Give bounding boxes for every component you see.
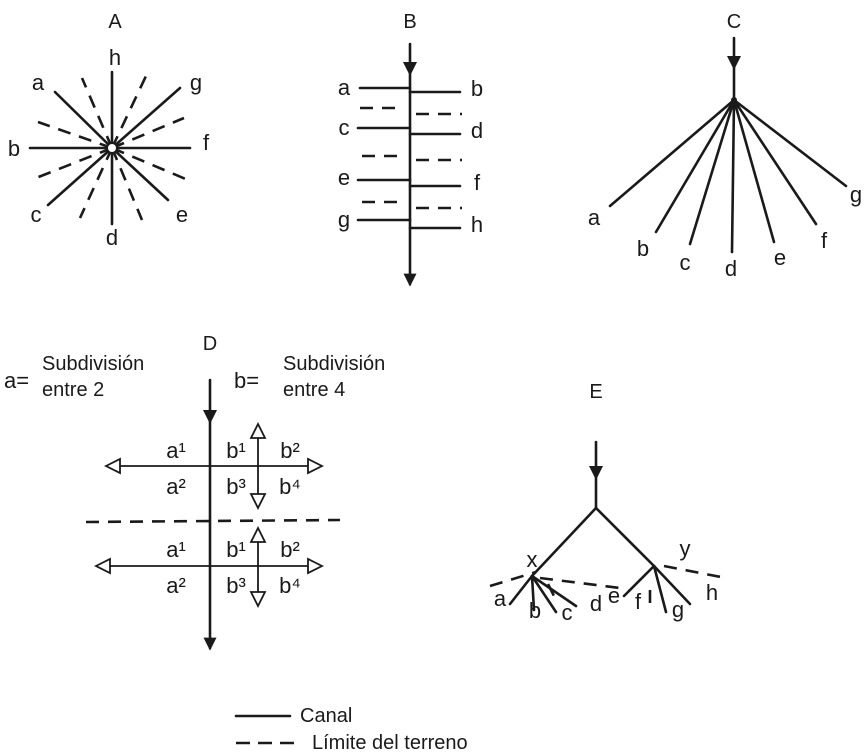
panel-d-boundary bbox=[85, 518, 341, 524]
panel-d-cell-a2-top: a² bbox=[166, 474, 186, 499]
panel-e-label-e: e bbox=[608, 583, 620, 608]
panel-d-b-text-1: Subdivisión bbox=[283, 353, 385, 375]
panel-d-cell-a1-top: a¹ bbox=[166, 438, 186, 463]
panel-c-canals bbox=[608, 98, 848, 254]
panel-d: D a= Subdivisión entre 2 b= Subdivisión … bbox=[4, 333, 385, 651]
panel-d-b-prefix: b= bbox=[234, 368, 259, 393]
panel-a-boundaries bbox=[35, 75, 189, 221]
panel-c-label-g: g bbox=[850, 182, 862, 207]
panel-d-cell-b1-top: b¹ bbox=[226, 438, 246, 463]
panel-d-cell-b4-top: b⁴ bbox=[279, 474, 301, 499]
panel-c-label-d: d bbox=[725, 256, 737, 281]
panel-c-title: C bbox=[727, 11, 741, 33]
panel-e-boundaries bbox=[489, 564, 727, 612]
panel-d-title: D bbox=[203, 333, 217, 355]
panel-e-label-y: y bbox=[680, 536, 691, 561]
panel-a-label-g: g bbox=[190, 70, 202, 95]
panel-d-cell-a2-bottom: a² bbox=[166, 573, 186, 598]
panel-a-label-d: d bbox=[106, 225, 118, 250]
panel-b-title: B bbox=[403, 11, 416, 33]
panel-a-label-b: b bbox=[8, 136, 20, 161]
panel-d-a-text-2: entre 2 bbox=[42, 379, 104, 401]
panel-a-center bbox=[106, 142, 118, 154]
panel-d-cell-b3-top: b³ bbox=[226, 474, 246, 499]
panel-e-label-d: d bbox=[590, 591, 602, 616]
panel-d-cell-b3-bottom: b³ bbox=[226, 573, 246, 598]
panel-e-canals bbox=[508, 506, 692, 614]
panel-a-label-a: a bbox=[32, 70, 45, 95]
panel-d-cell-b1-bottom: b¹ bbox=[226, 537, 246, 562]
panel-b-label-g: g bbox=[338, 207, 350, 232]
panel-e: E x y a b c d e f g bbox=[489, 381, 727, 625]
panel-b-label-h: h bbox=[471, 212, 483, 237]
panel-e-label-x: x bbox=[527, 547, 538, 572]
legend: Canal Límite del terreno bbox=[234, 705, 468, 754]
panel-b-inflow-arrow bbox=[403, 62, 417, 76]
panel-a-label-f: f bbox=[203, 130, 210, 155]
panel-b-laterals bbox=[356, 86, 462, 230]
panel-a-title: A bbox=[108, 11, 122, 33]
panel-d-a-text-1: Subdivisión bbox=[42, 353, 144, 375]
panel-a: A h a g b f c e d bbox=[8, 11, 210, 250]
panel-d-cell-a1-bottom: a¹ bbox=[166, 537, 186, 562]
panel-b-label-e: e bbox=[338, 165, 350, 190]
panel-b-label-a: a bbox=[338, 75, 351, 100]
panel-a-label-e: e bbox=[176, 202, 188, 227]
panel-e-label-b: b bbox=[529, 598, 541, 623]
panel-b-label-f: f bbox=[474, 170, 481, 195]
panel-e-label-c: c bbox=[562, 600, 573, 625]
legend-limite-label: Límite del terreno bbox=[312, 732, 468, 754]
panel-c-inflow-arrow bbox=[727, 56, 741, 70]
panel-d-upper-block bbox=[103, 421, 325, 511]
panel-b-boundaries bbox=[360, 106, 462, 210]
panel-e-label-h: h bbox=[706, 580, 718, 605]
panel-e-label-f: f bbox=[635, 589, 642, 614]
legend-canal-label: Canal bbox=[300, 705, 352, 727]
panel-d-cell-b2-top: b² bbox=[280, 438, 300, 463]
panel-e-label-a: a bbox=[494, 586, 507, 611]
panel-c-label-c: c bbox=[680, 250, 691, 275]
panel-c-label-b: b bbox=[637, 236, 649, 261]
panel-b-label-c: c bbox=[339, 115, 350, 140]
panel-d-a-prefix: a= bbox=[4, 368, 29, 393]
panel-c-label-a: a bbox=[588, 205, 601, 230]
panel-c-label-f: f bbox=[821, 228, 828, 253]
panel-b-label-b: b bbox=[471, 76, 483, 101]
panel-a-label-h: h bbox=[109, 45, 121, 70]
panel-a-canals bbox=[28, 70, 192, 226]
panel-c-label-e: e bbox=[774, 245, 786, 270]
panel-b: B a b c d e f g h bbox=[338, 11, 483, 287]
panel-d-lower-block bbox=[93, 525, 325, 609]
panel-d-cell-b4-bottom: b⁴ bbox=[279, 573, 301, 598]
panel-d-cell-b2-bottom: b² bbox=[280, 537, 300, 562]
panel-e-label-g: g bbox=[672, 597, 684, 622]
panel-b-label-d: d bbox=[471, 118, 483, 143]
panel-d-b-text-2: entre 4 bbox=[283, 379, 345, 401]
panel-c: C a b c d e f g bbox=[588, 11, 862, 281]
panel-e-title: E bbox=[589, 381, 602, 403]
panel-a-label-c: c bbox=[31, 202, 42, 227]
